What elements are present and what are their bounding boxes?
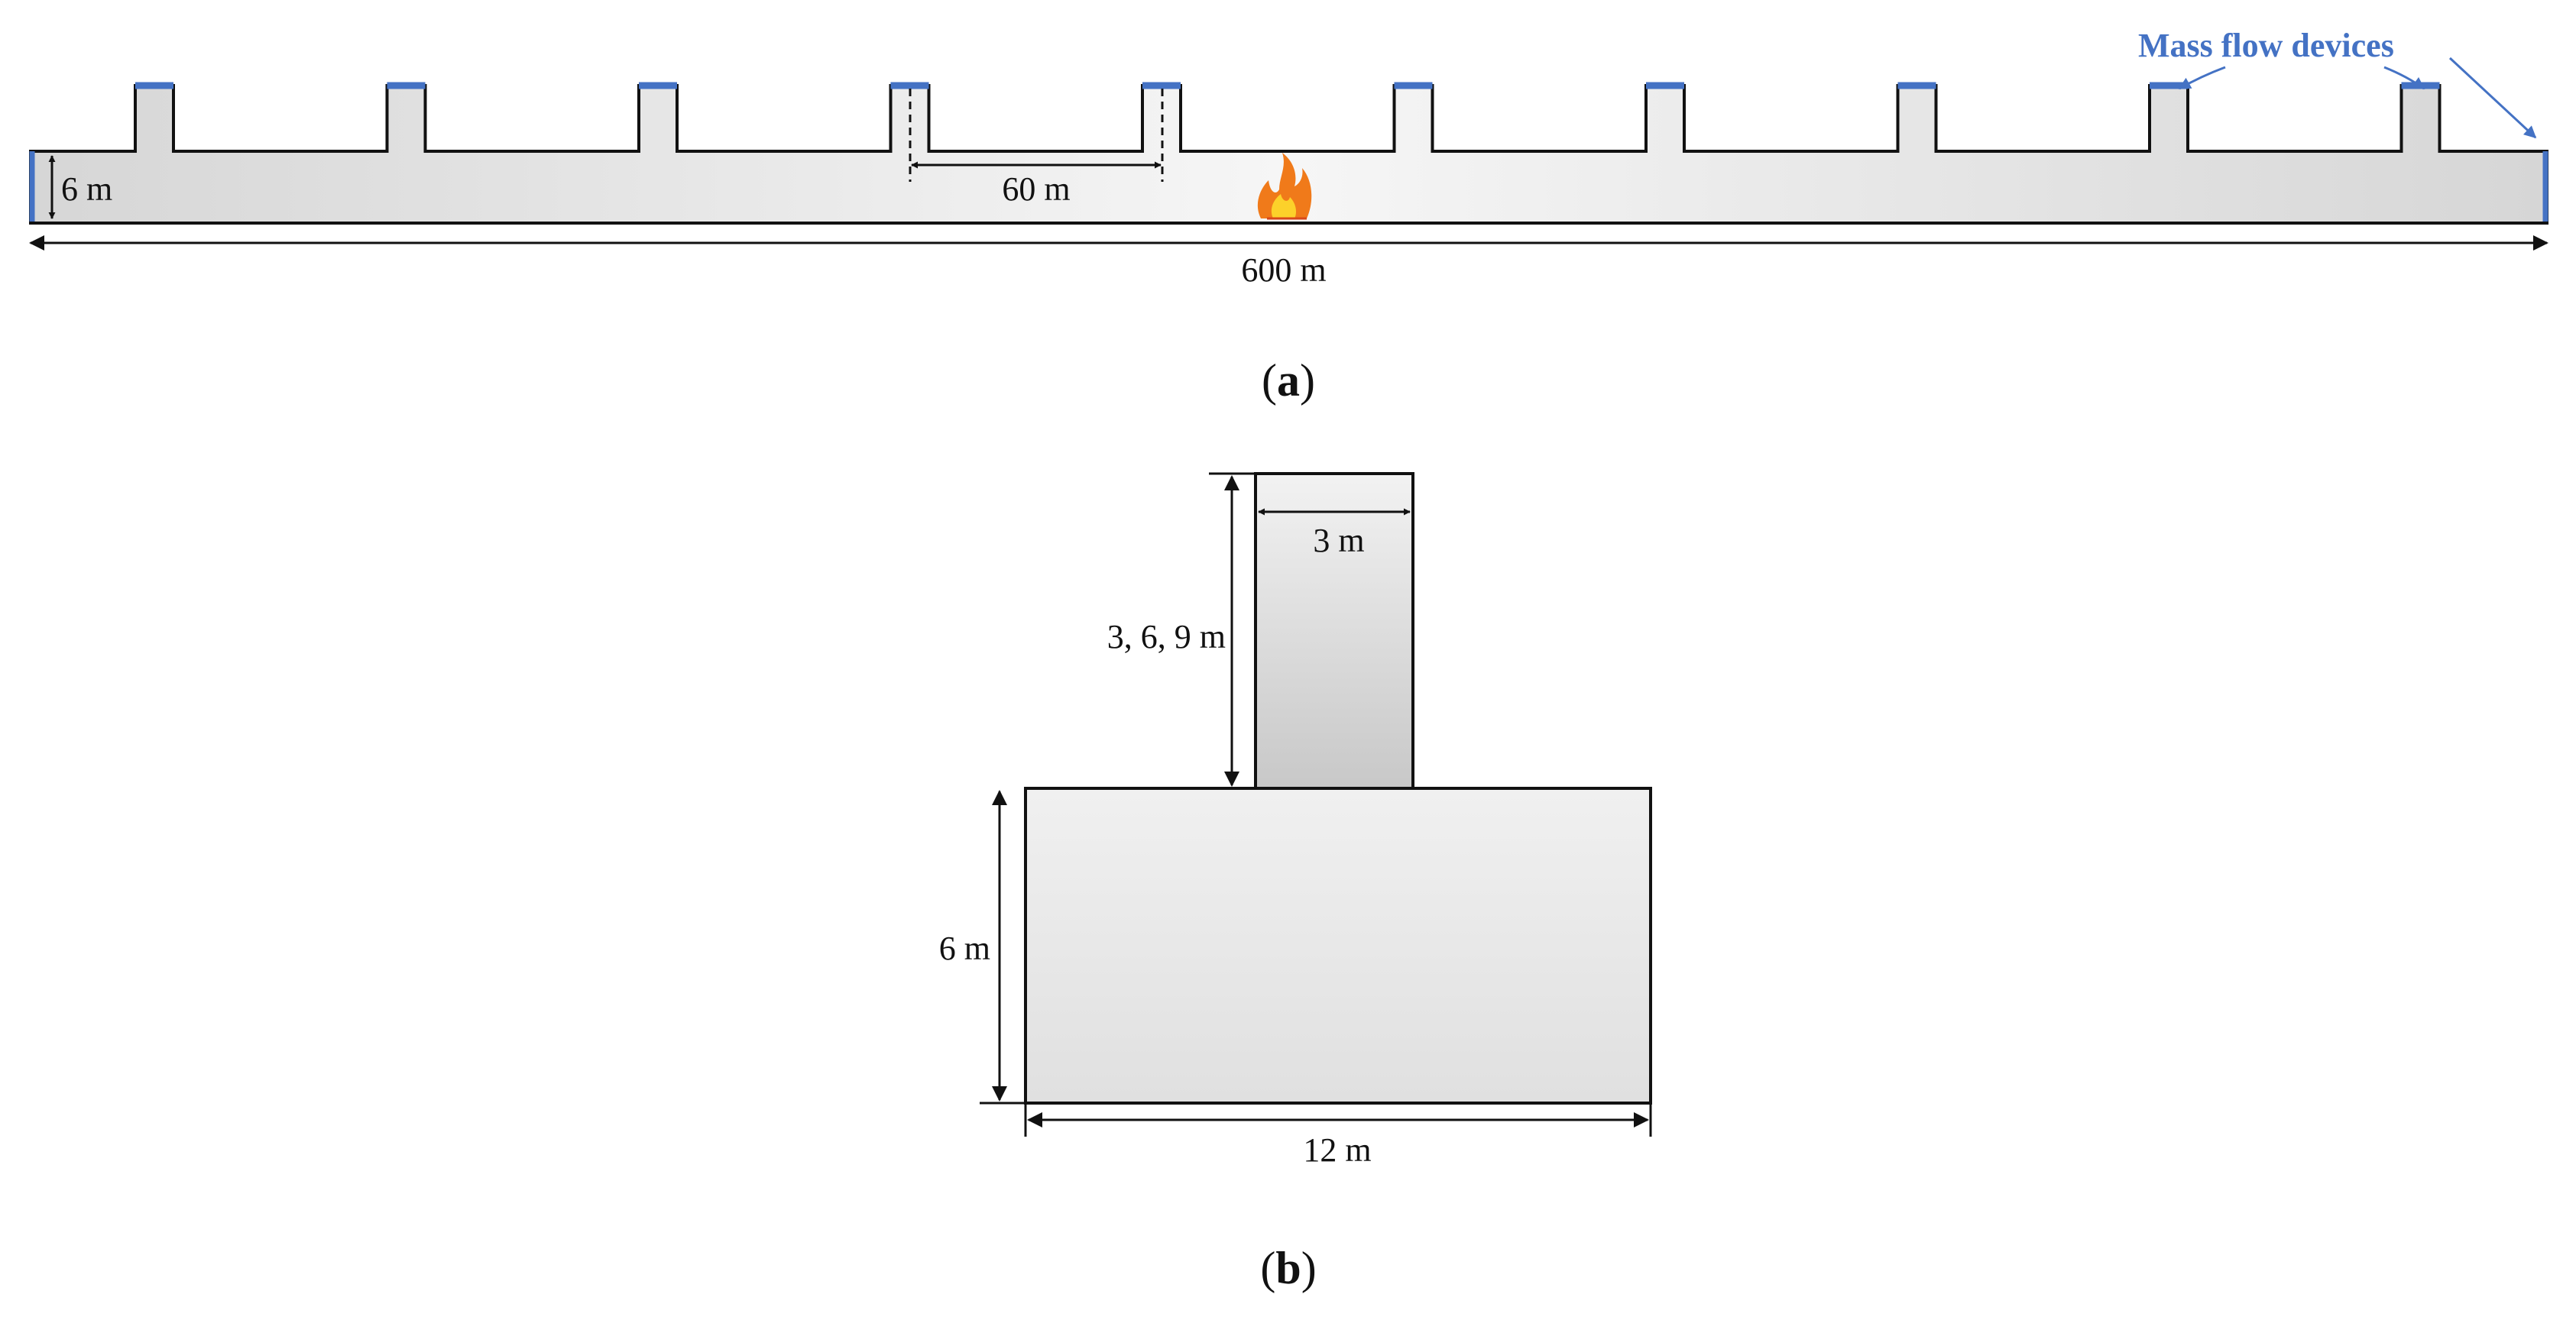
panel-b: 3 m 3, 6, 9 m 6 m 12 m (b) [939,472,1652,1293]
callout-arrow-3 [2448,57,2537,139]
callout-arrow-1 [2178,66,2226,90]
tunnel-length-label: 600 m [1241,251,1326,289]
shaft-width-label: 3 m [1313,522,1364,559]
tunnel-cross-section-b [1024,787,1652,1105]
tunnel-width-label: 12 m [1303,1131,1371,1169]
shaft-height-label: 3, 6, 9 m [1107,618,1226,655]
caption-b: (b) [1260,1243,1316,1293]
fire-icon [1257,153,1312,220]
callout-arrow-2 [2383,66,2425,90]
shaft-spacing-label: 60 m [1002,170,1070,208]
tunnel-height-label-a: 6 m [61,170,112,208]
panel-a: 6 m 60 m 600 m Mass flow devices (a) [29,27,2548,406]
tunnel-height-label-b: 6 m [939,930,990,967]
mass-flow-devices-label: Mass flow devices [2138,27,2394,64]
shaft-b [1254,472,1414,790]
caption-a: (a) [1262,355,1315,406]
